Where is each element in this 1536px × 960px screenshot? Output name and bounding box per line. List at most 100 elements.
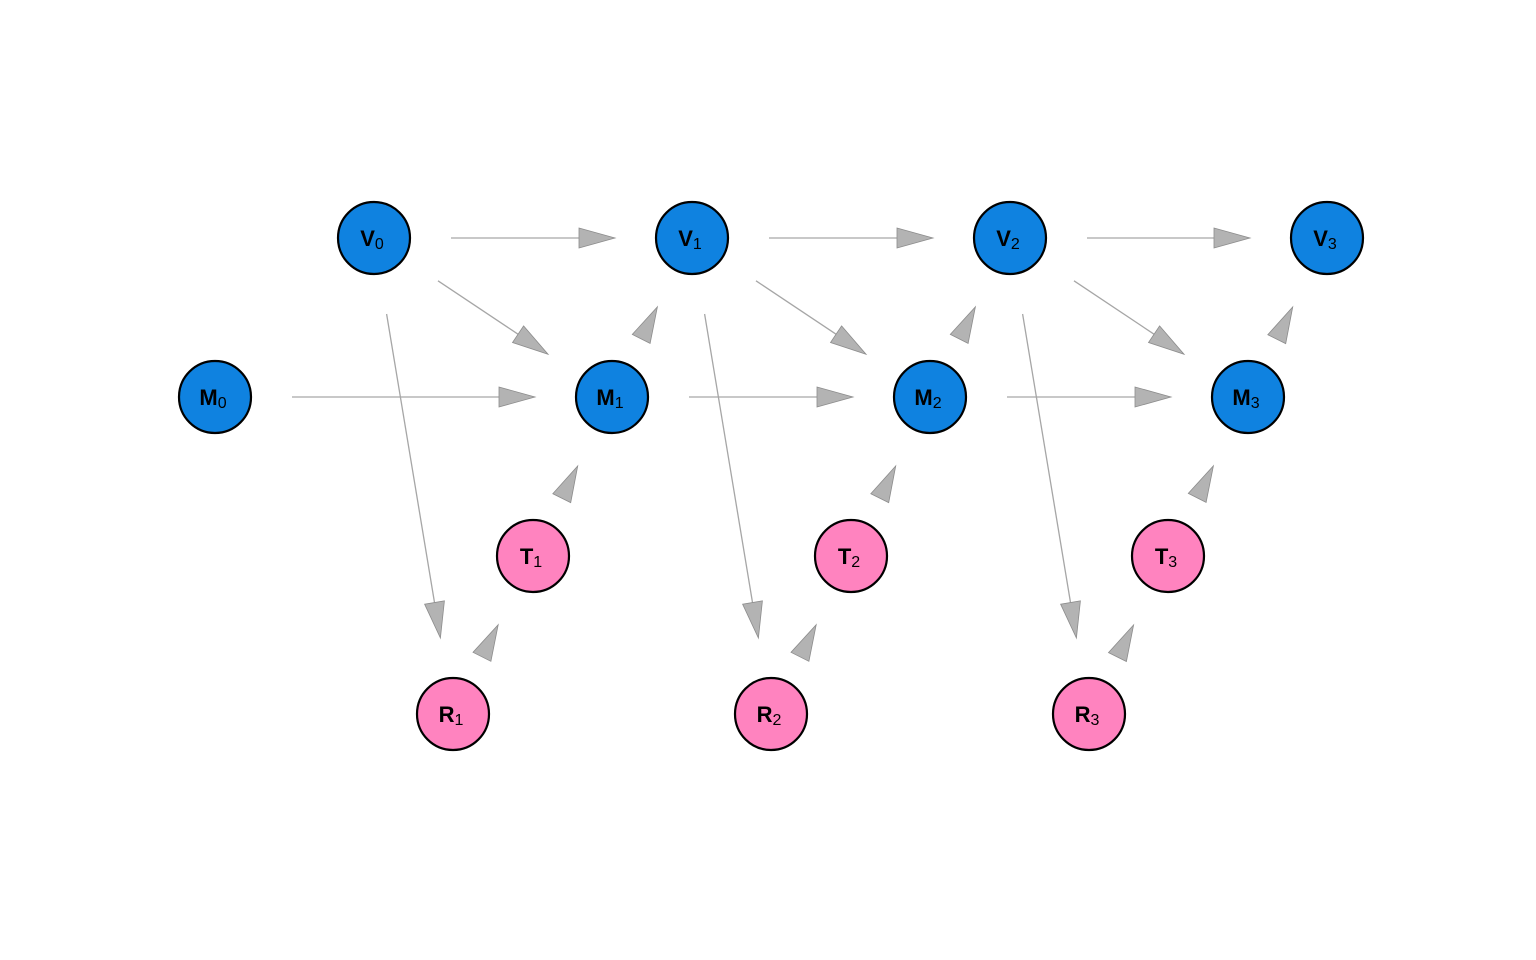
node-index: 2 [933, 395, 942, 412]
node-label: M1 [596, 385, 623, 412]
node-circle [495, 518, 571, 594]
arrowhead [829, 325, 868, 356]
node-r1: R1 [415, 676, 491, 752]
edge-v2-to-v3 [1087, 227, 1252, 249]
node-label: M2 [914, 385, 941, 412]
edge-m2-to-m3 [1007, 386, 1173, 408]
node-letter: R [757, 702, 773, 727]
node-m3: M3 [1210, 359, 1286, 435]
node-index: 2 [772, 712, 781, 729]
node-letter: V [1313, 226, 1328, 251]
arrowhead [578, 227, 617, 249]
node-index: 1 [454, 712, 463, 729]
node-letter: V [996, 226, 1011, 251]
node-label: M0 [199, 385, 226, 412]
node-index: 1 [615, 395, 624, 412]
edge-m1-to-m2 [689, 386, 855, 408]
node-m0: M0 [177, 359, 253, 435]
node-m2: M2 [892, 359, 968, 435]
node-index: 0 [218, 395, 227, 412]
node-index: 3 [1251, 395, 1260, 412]
edge-m3-to-v3 [1267, 305, 1294, 345]
node-letter: M [914, 385, 932, 410]
arrowhead [1213, 227, 1252, 249]
node-index: 2 [1011, 236, 1020, 253]
node-m1: M1 [574, 359, 650, 435]
node-letter: R [1075, 702, 1091, 727]
arrowhead [742, 600, 763, 640]
node-letter: M [199, 385, 217, 410]
edge-m1-to-v1 [631, 305, 659, 344]
arrowhead [816, 386, 855, 408]
arrowhead [896, 227, 935, 249]
arrowhead [1267, 305, 1294, 345]
node-label: R2 [757, 702, 782, 729]
node-circle [415, 676, 491, 752]
arrowhead [472, 623, 499, 662]
edge-r2-to-t2 [790, 623, 817, 662]
node-v2: V2 [972, 200, 1048, 276]
edge-line [437, 280, 519, 335]
node-circle [972, 200, 1048, 276]
node-label: V3 [1313, 226, 1337, 253]
arrowhead [631, 305, 659, 344]
arrowhead [870, 464, 897, 504]
node-index: 1 [693, 236, 702, 253]
node-v3: V3 [1289, 200, 1365, 276]
node-r3: R3 [1051, 676, 1127, 752]
edge-v0-to-r1 [385, 313, 445, 640]
node-circle [1210, 359, 1286, 435]
node-letter: V [360, 226, 375, 251]
node-r2: R2 [733, 676, 809, 752]
arrowhead [424, 600, 445, 640]
node-letter: V [678, 226, 693, 251]
node-circle [1130, 518, 1206, 594]
node-letter: T [838, 544, 852, 569]
edge-r3-to-t3 [1107, 623, 1135, 663]
node-circle [733, 676, 809, 752]
node-t1: T1 [495, 518, 571, 594]
edge-line [703, 313, 754, 603]
node-circle [892, 359, 968, 435]
node-label: T2 [838, 544, 860, 571]
node-label: R1 [439, 702, 464, 729]
arrowhead [1107, 623, 1135, 663]
edge-v2-to-m3 [1073, 280, 1186, 356]
arrowhead [1187, 464, 1215, 503]
edge-v1-to-r2 [703, 313, 763, 640]
arrowhead [1147, 325, 1186, 356]
edge-line [755, 280, 837, 335]
node-v1: V1 [654, 200, 730, 276]
edge-v1-to-v2 [769, 227, 935, 249]
edge-r1-to-t1 [472, 623, 499, 662]
node-t3: T3 [1130, 518, 1206, 594]
arrowhead [552, 464, 579, 504]
node-v0: V0 [336, 200, 412, 276]
node-label: M3 [1232, 385, 1259, 412]
node-index: 3 [1168, 554, 1177, 571]
node-circle [813, 518, 889, 594]
arrowhead [498, 386, 537, 408]
node-circle [336, 200, 412, 276]
node-circle [574, 359, 650, 435]
edge-m0-to-m1 [292, 386, 537, 408]
node-t2: T2 [813, 518, 889, 594]
arrowhead [790, 623, 817, 662]
node-index: 3 [1328, 236, 1337, 253]
edge-v0-to-m1 [437, 280, 550, 356]
edge-t2-to-m2 [870, 464, 897, 504]
node-letter: T [1155, 544, 1169, 569]
node-label: R3 [1075, 702, 1100, 729]
node-index: 1 [533, 554, 542, 571]
node-label: V0 [360, 226, 384, 253]
node-index: 0 [375, 236, 384, 253]
node-index: 2 [851, 554, 860, 571]
node-circle [654, 200, 730, 276]
node-letter: M [596, 385, 614, 410]
arrowhead [1134, 386, 1173, 408]
node-circle [177, 359, 253, 435]
edge-t3-to-m3 [1187, 464, 1215, 503]
node-letter: T [520, 544, 534, 569]
node-circle [1051, 676, 1127, 752]
